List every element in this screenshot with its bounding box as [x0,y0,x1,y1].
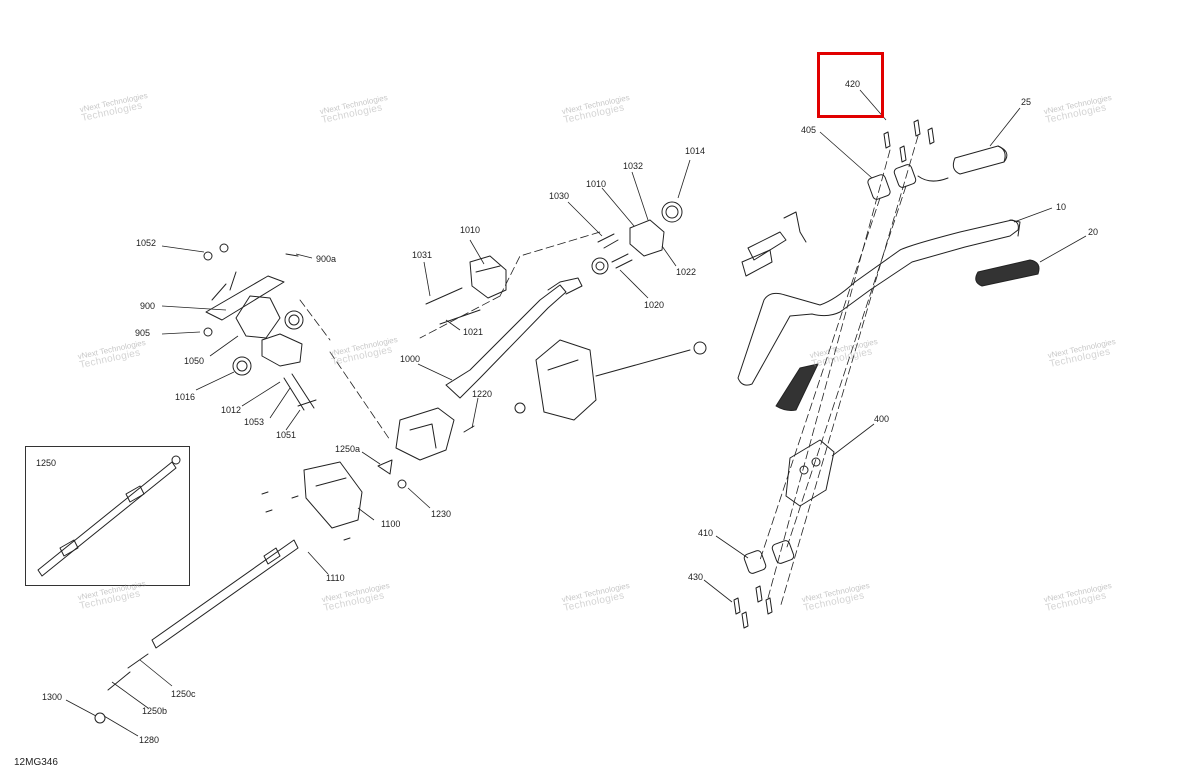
lower-cover[interactable] [303,461,363,529]
callout-430[interactable]: 430 [688,572,703,582]
diagram-code: 12MG346 [14,757,58,768]
callout-1110[interactable]: 1110 [326,573,345,583]
callout-1030[interactable]: 1030 [549,191,569,201]
highlighted-part-420-box[interactable] [817,52,884,118]
callout-1230[interactable]: 1230 [431,509,451,519]
grip-left[interactable] [775,363,819,411]
assembly-guide-lines [759,135,919,609]
grip-right[interactable] [975,259,1040,287]
callout-labels: 420 405 25 10 20 1014 1032 1010 1030 101… [36,79,1098,745]
riser-bolts-upper[interactable] [883,119,935,163]
callout-1300[interactable]: 1300 [42,692,62,702]
callout-1052[interactable]: 1052 [136,238,156,248]
callout-405[interactable]: 405 [801,125,816,135]
riser-clamp-lower[interactable] [743,540,795,575]
callout-900a[interactable]: 900a [316,254,336,264]
callout-1010-right[interactable]: 1010 [586,179,606,189]
callout-1020[interactable]: 1020 [644,300,664,310]
column-bolts[interactable] [425,287,481,325]
riser-block[interactable] [785,439,835,507]
leader-lines [65,89,1087,737]
callout-1100[interactable]: 1100 [381,519,400,529]
callout-420[interactable]: 420 [845,79,860,89]
callout-1012[interactable]: 1012 [221,405,241,415]
callout-1051[interactable]: 1051 [276,430,296,440]
lower-hardware[interactable] [261,425,475,541]
column-guide-lines [299,231,601,441]
callout-10[interactable]: 10 [1056,202,1066,212]
callout-1250b[interactable]: 1250b [142,706,167,716]
callout-900[interactable]: 900 [140,301,155,311]
callout-1031[interactable]: 1031 [412,250,432,260]
callout-1010-left[interactable]: 1010 [460,225,480,235]
callout-1021[interactable]: 1021 [463,327,483,337]
switch-housing[interactable] [741,211,807,277]
callout-25[interactable]: 25 [1021,97,1031,107]
column-support[interactable] [469,255,507,299]
callout-1022[interactable]: 1022 [676,267,696,277]
callout-1000[interactable]: 1000 [400,354,420,364]
callout-1220[interactable]: 1220 [472,389,492,399]
callout-905[interactable]: 905 [135,328,150,338]
callout-1014[interactable]: 1014 [685,146,705,156]
steering-stop-left[interactable] [232,295,317,411]
callout-20[interactable]: 20 [1088,227,1098,237]
callout-1250c[interactable]: 1250c [171,689,196,699]
callout-1032[interactable]: 1032 [623,161,643,171]
callout-1250a[interactable]: 1250a [335,444,360,454]
column-bushing-upper[interactable] [591,201,683,275]
hand-guard[interactable] [952,145,1008,175]
inset-detail-frame [25,446,190,586]
steering-column[interactable] [395,277,583,461]
riser-clamp-upper[interactable] [867,164,949,201]
callout-410[interactable]: 410 [698,528,713,538]
inset-label: 1250 [36,458,56,468]
callout-1280[interactable]: 1280 [139,735,159,745]
callout-1053[interactable]: 1053 [244,417,264,427]
callout-1050[interactable]: 1050 [184,356,204,366]
riser-bolts-lower[interactable] [733,585,773,629]
steering-arm[interactable] [514,339,707,421]
lower-steering-rod[interactable] [94,539,299,724]
upper-bracket[interactable] [203,243,299,337]
inset-tie-rod[interactable] [37,455,181,577]
handlebar[interactable] [737,219,1021,386]
callout-1016[interactable]: 1016 [175,392,195,402]
callout-400[interactable]: 400 [874,414,889,424]
